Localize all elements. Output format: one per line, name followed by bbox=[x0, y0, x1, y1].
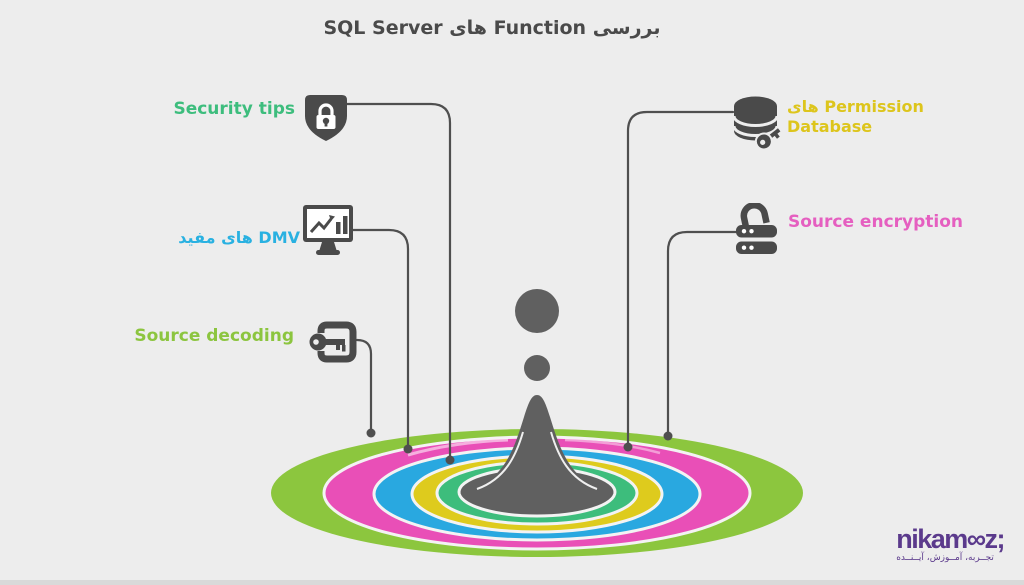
nikamooz-logo: nikam∞z; تجــربه، آمــوزش، آیــنــده bbox=[896, 524, 1005, 564]
connector-security-tips bbox=[345, 102, 452, 459]
splash-column bbox=[460, 395, 614, 494]
lock-server-icon bbox=[736, 203, 777, 254]
label-database-permissions-line2: Database bbox=[787, 117, 873, 136]
ripple-ring-blue bbox=[372, 446, 702, 542]
nikamooz-tagline: تجــربه، آمــوزش، آیــنــده bbox=[896, 553, 994, 563]
ripple-center bbox=[457, 466, 617, 518]
splash-drop-small bbox=[524, 355, 550, 381]
shield-lock-icon bbox=[305, 95, 347, 141]
nikamooz-wordmark: nikam∞z; bbox=[896, 524, 1005, 554]
connector-source-decoding bbox=[355, 338, 373, 432]
connector-dot-database-permissions bbox=[623, 442, 633, 452]
connector-dot-source-decoding bbox=[366, 428, 376, 438]
label-source-encryption: Source encryption bbox=[788, 212, 964, 232]
connector-dot-source-encryption bbox=[663, 431, 673, 441]
label-source-decoding: Source decoding bbox=[134, 326, 294, 346]
connector-source-encryption bbox=[666, 230, 738, 435]
connector-useful-dmvs bbox=[350, 228, 410, 448]
connector-dot-security-tips bbox=[445, 455, 455, 465]
page-title: بررسی Function های SQL Server bbox=[323, 17, 661, 39]
splash-drop-large bbox=[515, 289, 559, 333]
ripple-ring-yellow bbox=[410, 454, 664, 534]
key-door-icon bbox=[309, 321, 357, 363]
database-key-icon bbox=[733, 96, 783, 150]
label-useful-dmvs: DMV های مفید bbox=[178, 228, 300, 247]
ripple-highlight-left bbox=[407, 438, 509, 457]
connector-dot-useful-dmvs bbox=[403, 444, 413, 454]
ripple-ring-pink bbox=[322, 435, 752, 551]
bottom-edge-strip bbox=[0, 580, 1024, 585]
ripple-ring-inner-green bbox=[435, 460, 639, 526]
ripple-highlight-right bbox=[564, 438, 661, 455]
ripple-ring-outer-green bbox=[271, 429, 803, 557]
connector-database-permissions bbox=[626, 110, 735, 446]
monitor-chart-icon bbox=[303, 205, 353, 255]
splash-streak-right bbox=[550, 431, 598, 490]
label-database-permissions-line1: Permission های bbox=[787, 97, 924, 116]
splash-streak-left bbox=[476, 431, 524, 490]
label-database-permissions: Permission های Database bbox=[787, 97, 927, 137]
label-security-tips: Security tips bbox=[173, 99, 295, 119]
